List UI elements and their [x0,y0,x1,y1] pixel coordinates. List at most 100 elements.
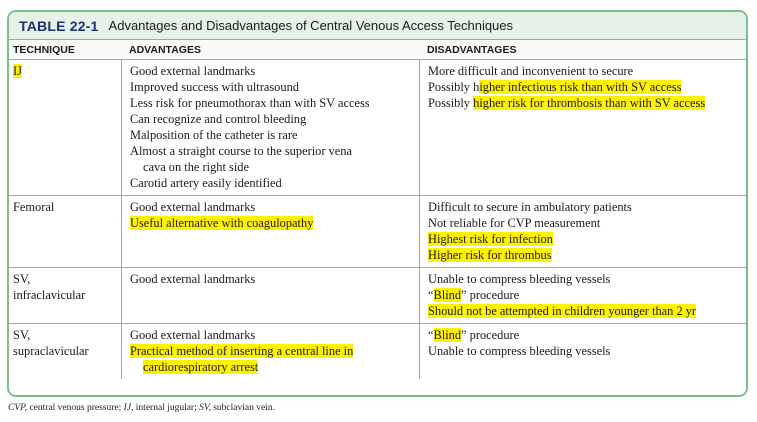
highlighted-text: Should not be attempted in children youn… [428,304,697,318]
header-advantages: ADVANTAGES [129,43,201,56]
cell-text: Not reliable for CVP measurement [428,216,601,230]
disadvantages-line: Higher risk for thrombus [428,247,744,263]
cell-text: “ [428,328,434,342]
column-headers: TECHNIQUE ADVANTAGES DISADVANTAGES [9,40,746,60]
advantages-line: Improved success with ultrasound [130,79,415,95]
footnote-text: CVP, [8,403,28,413]
cell-text: Good external landmarks [130,272,256,286]
highlighted-text: Highest risk for infection [428,232,553,246]
technique-cell: SV, supraclavicular [9,324,121,379]
highlighted-text: Useful alternative with coagulopathy [130,216,314,230]
footnote-text: central venous pressure; [27,403,124,413]
cell-text: Unable to compress bleeding vessels [428,344,611,358]
advantages-line: cardiorespiratory arrest [130,359,415,375]
advantages-line: Almost a straight course to the superior… [130,143,415,159]
cell-text: More difficult and inconvenient to secur… [428,64,634,78]
advantages-line: Good external landmarks [130,63,415,79]
advantages-line: Good external landmarks [130,271,415,287]
footnote-text: subclavian vein. [210,403,275,413]
disadvantages-line: Difficult to secure in ambulatory patien… [428,199,744,215]
cell-text: Possibly [428,96,474,110]
disadvantages-line: Highest risk for infection [428,231,744,247]
technique-cell: IJ [9,60,121,195]
advantages-line: Good external landmarks [130,199,415,215]
table-frame: TABLE 22-1 Advantages and Disadvantages … [7,10,748,397]
disadvantages-line: Possibly higher infectious risk than wit… [428,79,744,95]
header-disadvantages: DISADVANTAGES [427,43,517,56]
cell-text: Good external landmarks [130,64,256,78]
technique-cell: Femoral [9,196,121,267]
disadvantages-cell: Unable to compress bleeding vessels“Blin… [419,268,746,323]
highlighted-text: igher infectious risk than with SV acces… [479,80,682,94]
cell-text: supraclavicular [13,344,89,358]
disadvantages-line: “Blind” procedure [428,327,744,343]
cell-text: Carotid artery easily identified [130,176,282,190]
disadvantages-line: Unable to compress bleeding vessels [428,271,744,287]
cell-text: Less risk for pneumothorax than with SV … [130,96,370,110]
cell-text: SV, [13,272,31,286]
disadvantages-cell: More difficult and inconvenient to secur… [419,60,746,195]
cell-text: ” procedure [461,288,520,302]
highlighted-text: Practical method of inserting a central … [130,344,354,358]
technique-line: SV, [13,271,117,287]
table-title: Advantages and Disadvantages of Central … [108,18,514,33]
highlighted-text: higher risk for thrombosis than with SV … [473,96,706,110]
cell-text: Femoral [13,200,55,214]
footnote-text: IJ, [123,403,134,413]
cell-text: Can recognize and control bleeding [130,112,307,126]
footnote-text: SV, [199,403,211,413]
table-row: SV, infraclavicular Good external landmark… [9,268,746,324]
technique-line: IJ [13,63,117,79]
disadvantages-cell: Difficult to secure in ambulatory patien… [419,196,746,267]
advantages-line: Practical method of inserting a central … [130,343,415,359]
highlighted-text: Higher risk for thrombus [428,248,552,262]
highlighted-text: Blind [433,328,462,342]
advantages-line: Carotid artery easily identified [130,175,415,191]
advantages-line: Malposition of the catheter is rare [130,127,415,143]
table-caption: TABLE 22-1 Advantages and Disadvantages … [9,12,746,40]
advantages-cell: Good external landmarks [121,268,419,323]
cell-text: Almost a straight course to the superior… [130,144,352,158]
advantages-line: Less risk for pneumothorax than with SV … [130,95,415,111]
table-number: TABLE 22-1 [19,17,99,34]
advantages-line: Good external landmarks [130,327,415,343]
cell-text: SV, [13,328,31,342]
header-technique: TECHNIQUE [13,43,75,56]
cell-text: Malposition of the catheter is rare [130,128,298,142]
footnote-text: internal jugular; [133,403,200,413]
cell-text: cava on the right side [143,160,249,174]
disadvantages-line: Should not be attempted in children youn… [428,303,744,319]
cell-text: Possibly h [428,80,480,94]
cell-text: Unable to compress bleeding vessels [428,272,611,286]
cell-text: Improved success with ultrasound [130,80,299,94]
highlighted-text: cardiorespiratory arrest [143,360,259,374]
disadvantages-line: Unable to compress bleeding vessels [428,343,744,359]
table-row: SV, supraclavicular Good external landmark… [9,324,746,379]
cell-text: Good external landmarks [130,200,256,214]
disadvantages-line: More difficult and inconvenient to secur… [428,63,744,79]
technique-cell: SV, infraclavicular [9,268,121,323]
technique-line: supraclavicular [13,343,117,359]
cell-text: “ [428,288,434,302]
highlighted-text: IJ [13,64,22,78]
advantages-line: Useful alternative with coagulopathy [130,215,415,231]
cell-text: Good external landmarks [130,328,256,342]
disadvantages-line: Not reliable for CVP measurement [428,215,744,231]
technique-line: Femoral [13,199,117,215]
cell-text: infraclavicular [13,288,86,302]
disadvantages-line: “Blind” procedure [428,287,744,303]
cell-text: ” procedure [461,328,520,342]
technique-line: infraclavicular [13,287,117,303]
technique-line: SV, [13,327,117,343]
advantages-line: Can recognize and control bleeding [130,111,415,127]
advantages-line: cava on the right side [130,159,415,175]
table-footnote: CVP, central venous pressure; IJ, intern… [8,403,275,413]
disadvantages-line: Possibly higher risk for thrombosis than… [428,95,744,111]
